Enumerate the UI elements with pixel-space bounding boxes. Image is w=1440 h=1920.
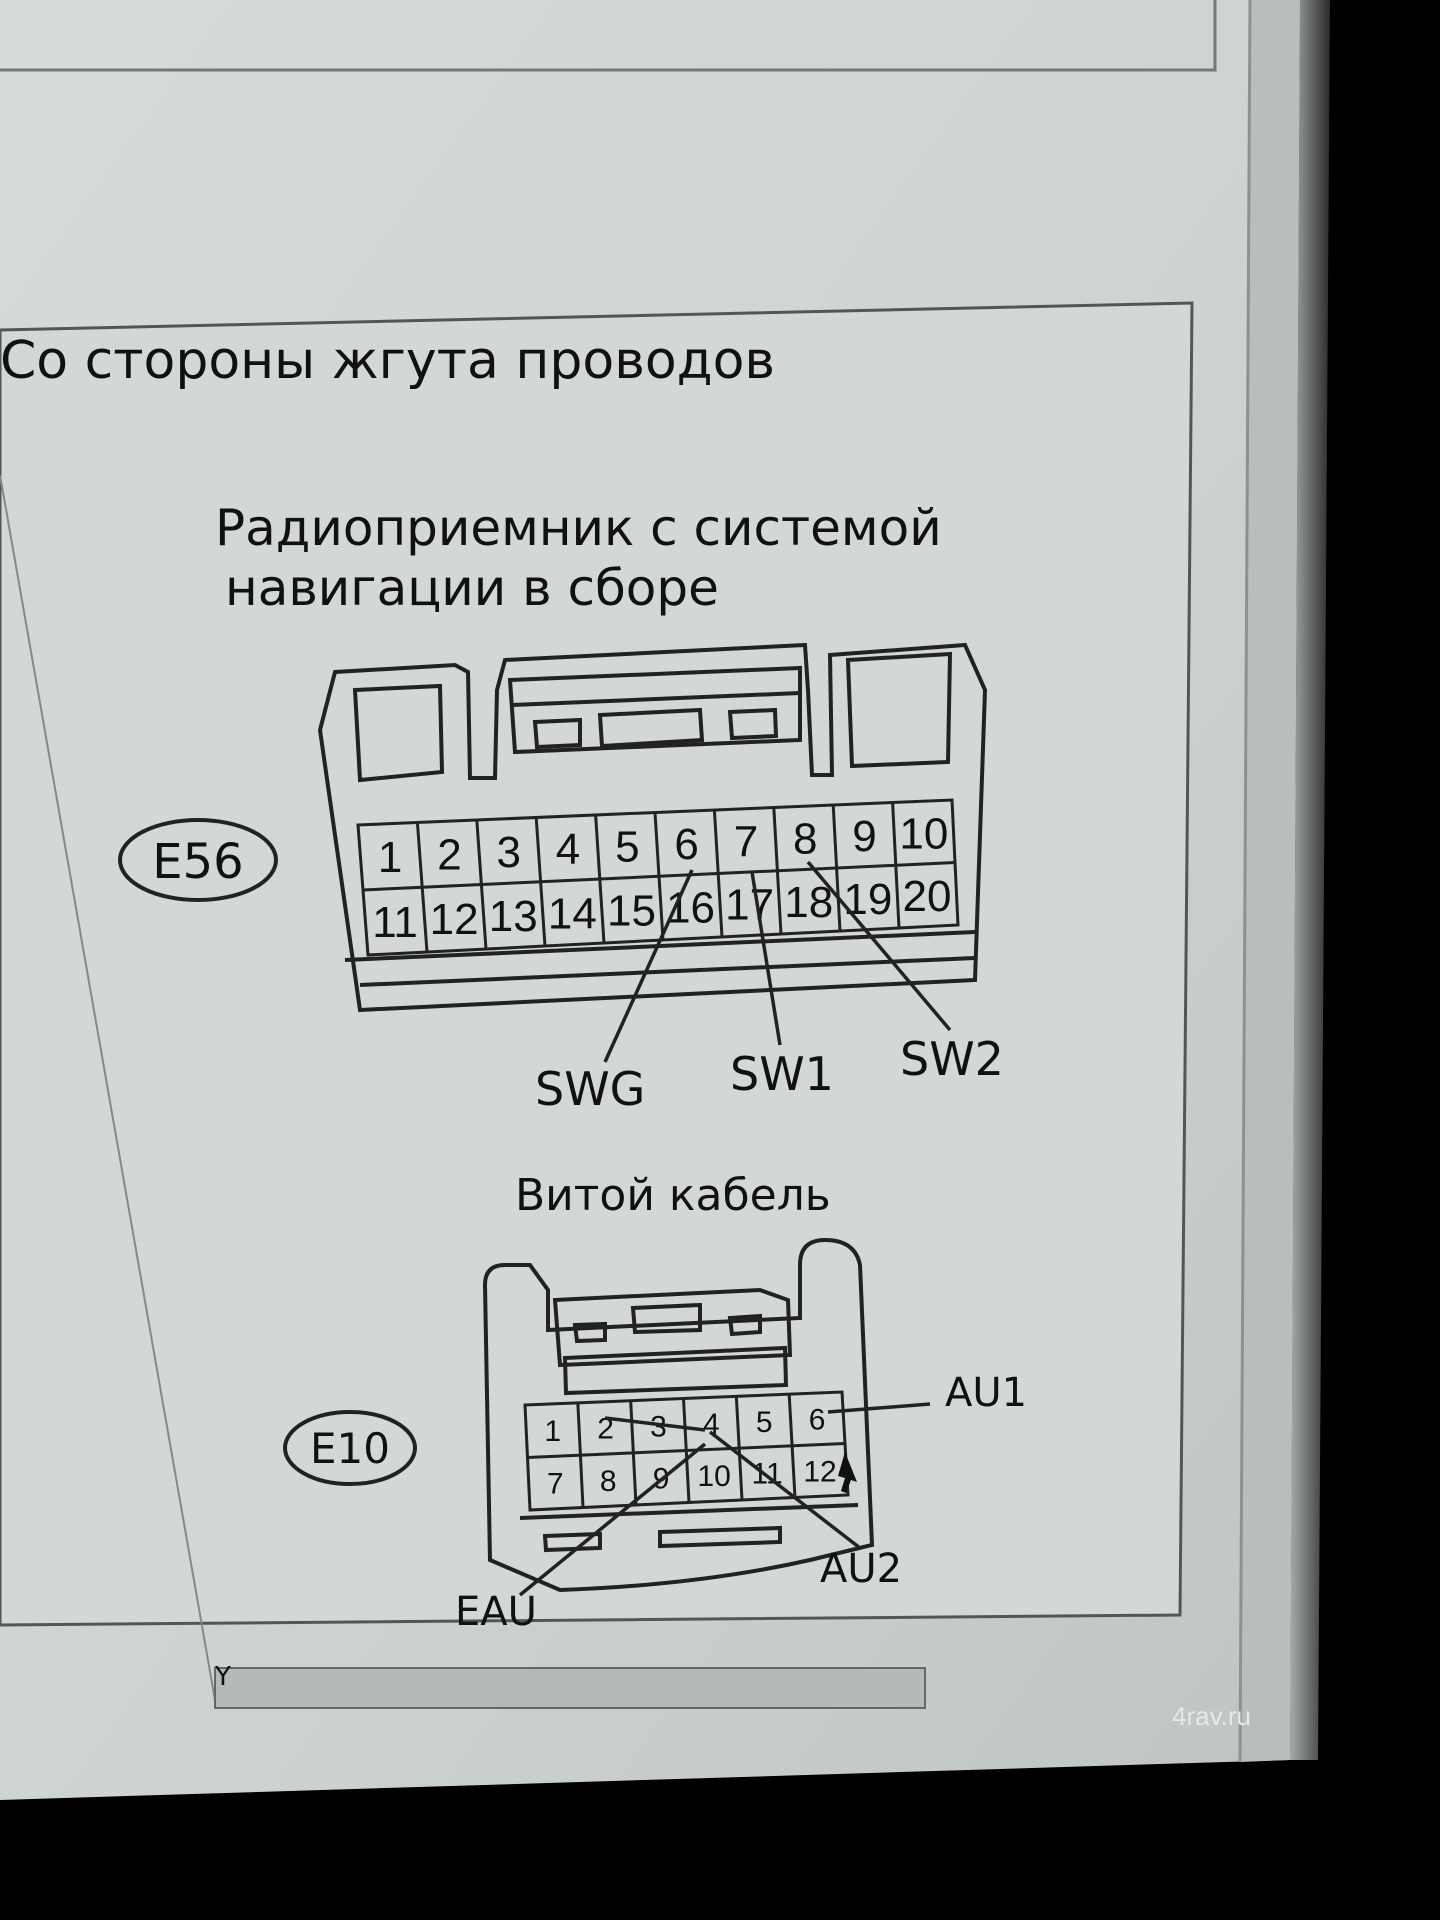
- e10-callout-au1: AU1: [945, 1370, 1027, 1416]
- e56-callout-lines: [603, 860, 952, 1063]
- e56-pin-18: 18: [784, 878, 833, 927]
- e56-connector: [317, 642, 988, 1013]
- e56-pin-7: 7: [734, 817, 758, 866]
- diagram-frame: [0, 301, 1194, 1627]
- section-title: Со стороны жгута проводов: [0, 331, 775, 391]
- e10-pin-6: 6: [809, 1404, 826, 1437]
- e10-callout-au2: AU2: [820, 1546, 902, 1592]
- e10-pin-grid-column-divider: [682, 1398, 691, 1503]
- e56-pin-grid-column-divider: [653, 812, 665, 941]
- horizontal-scrollbar[interactable]: [214, 1667, 926, 1709]
- e56-title-line1: Радиоприемник с системой: [215, 499, 942, 557]
- e56-pin-grid-column-divider: [772, 807, 783, 935]
- e10-connector: [482, 1237, 875, 1593]
- top-frame: [0, 0, 1217, 72]
- e10-callout-lines: [518, 1402, 931, 1597]
- e10-callout-eau: EAU: [455, 1589, 537, 1635]
- e56-pin-1: 1: [378, 833, 402, 882]
- e10-pin-grid-column-divider: [787, 1394, 797, 1498]
- e56-callout-sw1: SW1: [730, 1047, 834, 1101]
- e56-callout-sw2: SW2: [900, 1032, 1004, 1086]
- mouse-cursor-icon: [838, 1452, 857, 1493]
- e56-title-line2: навигации в сборе: [225, 559, 719, 617]
- e56-pin-8: 8: [793, 815, 817, 864]
- e10-title: Витой кабель: [515, 1170, 831, 1221]
- e56-code-oval: [118, 818, 278, 902]
- e10-pin-grid-column-divider: [576, 1402, 585, 1508]
- e10-pin-4: 4: [703, 1408, 720, 1441]
- e56-pin-grid-column-divider: [475, 819, 488, 950]
- page-right-edge: [1240, 0, 1300, 1762]
- watermark: 4rav.ru: [1172, 1701, 1251, 1731]
- e56-pin-3: 3: [497, 828, 521, 877]
- e10-pin-2: 2: [597, 1413, 614, 1446]
- e56-pin-20: 20: [902, 872, 951, 921]
- e56-pin-2: 2: [437, 830, 461, 879]
- e56-pin-grid-outline: [356, 798, 960, 957]
- e10-pin-3: 3: [650, 1410, 667, 1443]
- e56-pin-19: 19: [843, 875, 892, 924]
- e56-pin-5: 5: [615, 823, 639, 872]
- e56-pin-grid-column-divider: [891, 802, 901, 929]
- e56-pin-13: 13: [489, 892, 538, 941]
- e10-pin-12: 12: [803, 1455, 836, 1488]
- e56-pin-17: 17: [725, 881, 774, 930]
- e10-pin-8: 8: [600, 1465, 617, 1498]
- e56-pin-grid: [356, 798, 960, 957]
- e10-code-oval: [283, 1410, 417, 1486]
- e10-pin-5: 5: [756, 1406, 773, 1439]
- e56-pin-grid-column-divider: [534, 817, 547, 947]
- e10-pin-7: 7: [547, 1467, 564, 1500]
- e56-pin-grid-column-divider: [594, 814, 606, 944]
- e56-pin-11: 11: [372, 898, 418, 947]
- e56-pin-6: 6: [674, 820, 698, 869]
- e10-pin-grid-column-divider: [734, 1396, 744, 1501]
- e56-pin-12: 12: [430, 895, 479, 944]
- e56-pin-15: 15: [607, 886, 656, 935]
- e56-pin-grid-column-divider: [831, 804, 842, 932]
- e56-callout-swg: SWG: [535, 1062, 645, 1116]
- corner-mark: Y: [214, 1662, 231, 1692]
- e10-pin-1: 1: [544, 1415, 561, 1448]
- e10-pin-10: 10: [697, 1460, 730, 1493]
- e10-pin-grid-column-divider: [629, 1400, 638, 1506]
- e56-pin-4: 4: [556, 825, 580, 874]
- e10-pin-grid: [523, 1390, 850, 1512]
- e56-pin-10: 10: [899, 809, 948, 858]
- e56-pin-9: 9: [852, 812, 876, 861]
- e56-pin-grid-column-divider: [415, 822, 429, 953]
- e10-code: E10: [310, 1424, 390, 1473]
- e56-code: E56: [152, 834, 243, 890]
- e56-pin-14: 14: [548, 889, 597, 938]
- e56-pin-grid-column-divider: [712, 809, 724, 938]
